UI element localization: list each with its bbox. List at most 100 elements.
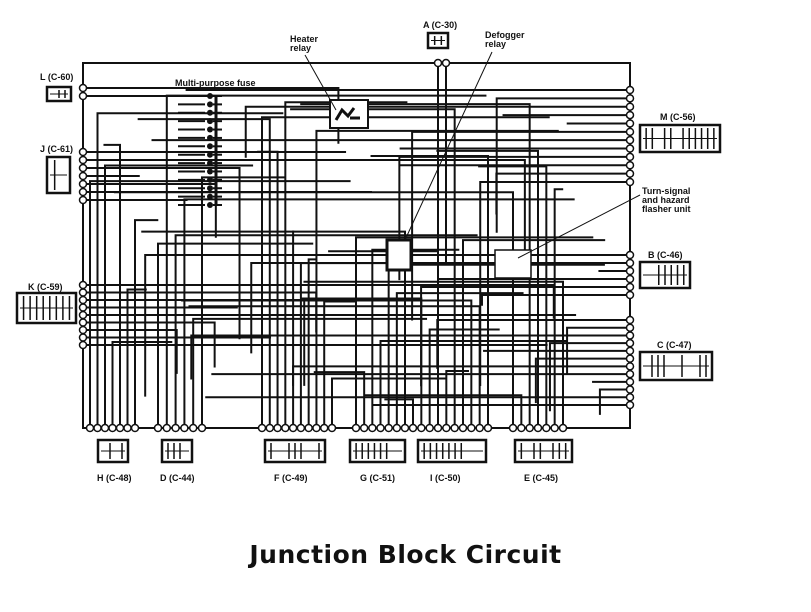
connector-pin xyxy=(441,58,451,68)
connector-pin xyxy=(625,385,635,394)
connector-f-label: F (C-49) xyxy=(274,473,308,483)
wire xyxy=(553,188,564,428)
wire xyxy=(303,280,564,428)
wire xyxy=(134,219,159,428)
wire xyxy=(307,258,317,428)
defogger-relay xyxy=(385,238,413,272)
connector-pin xyxy=(450,423,459,433)
wire xyxy=(126,288,147,428)
connector-pin xyxy=(78,147,88,157)
connector-pin xyxy=(625,393,635,402)
multi-purpose-fuse xyxy=(178,93,222,208)
connector-pin xyxy=(625,177,635,187)
connector-pin xyxy=(319,423,329,433)
connector-pin xyxy=(458,423,468,433)
wire xyxy=(190,334,630,380)
connector-k-label: K (C-59) xyxy=(28,282,63,292)
fuse-icon xyxy=(207,109,213,116)
connector-pin xyxy=(392,423,402,433)
connector-pin xyxy=(625,152,635,162)
connector-pin xyxy=(281,423,290,433)
defogger-relay-leader xyxy=(404,51,493,241)
connector-pin xyxy=(78,340,88,350)
fuse-icon xyxy=(207,126,213,133)
connector-pin xyxy=(296,423,306,433)
fuse-icon xyxy=(207,168,213,175)
wire xyxy=(292,230,295,428)
connector-pin xyxy=(625,94,635,103)
connector-pin xyxy=(558,423,568,433)
wire xyxy=(548,342,630,412)
fuse-icon xyxy=(207,143,213,150)
connector-pin xyxy=(312,423,321,433)
connector-pin xyxy=(93,423,102,433)
heater-relay-coil-icon xyxy=(334,107,360,121)
connector-e-label: E (C-45) xyxy=(524,473,558,483)
connector-pin xyxy=(625,169,635,178)
wire xyxy=(113,191,514,428)
connector-g-label: G (C-51) xyxy=(360,473,395,483)
connector-pin xyxy=(542,423,551,433)
connector-pin xyxy=(433,423,443,433)
connector-pin xyxy=(180,423,189,433)
wire xyxy=(137,118,271,428)
connector-pin xyxy=(625,369,635,379)
connector-pin xyxy=(417,423,426,433)
heater-relay-leader xyxy=(304,54,337,111)
connector-pin xyxy=(108,423,117,433)
connector-pin xyxy=(265,423,275,433)
connector-pin xyxy=(425,423,434,433)
connector-pin xyxy=(550,423,559,433)
wire xyxy=(188,305,481,428)
wire xyxy=(111,341,173,428)
diagram-title: Junction Block Circuit xyxy=(249,540,562,569)
wire xyxy=(181,299,473,428)
wire xyxy=(384,398,414,428)
connector-pin xyxy=(475,423,484,433)
wire xyxy=(104,164,254,428)
connector-pin xyxy=(78,155,88,165)
connector-pin xyxy=(273,423,282,433)
connector-pin xyxy=(368,423,377,433)
fuse-icon xyxy=(207,176,213,183)
wire xyxy=(445,369,469,428)
wire xyxy=(462,239,606,428)
connector-pin xyxy=(625,161,635,170)
connector-pin xyxy=(78,303,88,312)
wire xyxy=(192,317,428,428)
connector-pin xyxy=(442,423,451,433)
wire xyxy=(300,103,531,428)
connector-pin xyxy=(188,423,198,433)
connector-pin xyxy=(625,354,635,363)
connector-pin xyxy=(376,423,385,433)
connector-pin xyxy=(351,423,361,433)
connector-pin xyxy=(78,280,88,290)
connector-pin xyxy=(153,423,163,433)
connector-pin xyxy=(400,423,410,433)
connector-b-label: B (C-46) xyxy=(648,250,683,260)
connector-pins xyxy=(78,58,635,433)
connector-pin xyxy=(625,127,635,137)
wire xyxy=(83,167,241,340)
fuse-icon xyxy=(207,185,213,192)
connector-pin xyxy=(257,423,267,433)
fuse-icon xyxy=(207,202,213,208)
wiring xyxy=(83,63,630,428)
connector-pin xyxy=(78,195,88,205)
wire xyxy=(370,155,489,428)
wire xyxy=(323,300,356,428)
connector-pin xyxy=(123,423,132,433)
wire xyxy=(83,291,318,333)
connector-pin xyxy=(359,423,369,433)
connector-pin xyxy=(625,377,635,387)
wire xyxy=(165,94,487,428)
connector-pin xyxy=(625,110,635,120)
wire xyxy=(395,292,524,428)
connector-pin xyxy=(78,179,88,189)
connector-pin xyxy=(78,187,88,197)
wire xyxy=(201,176,286,428)
